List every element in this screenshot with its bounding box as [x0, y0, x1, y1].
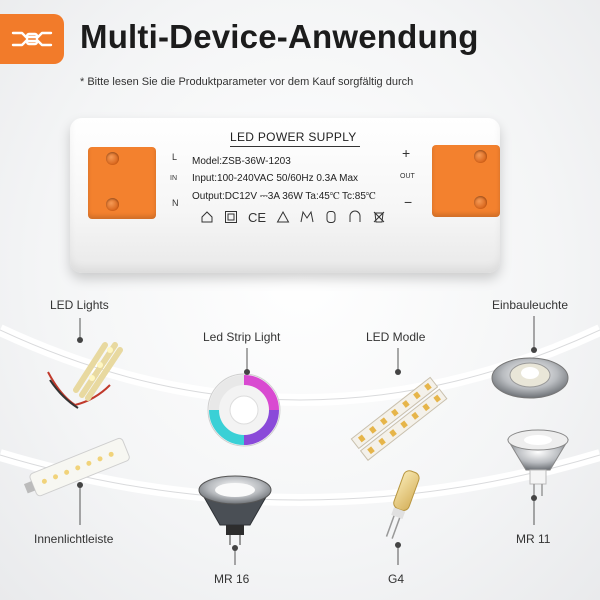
label-mr11: MR 11	[516, 532, 551, 546]
terminal-out: OUT	[400, 173, 415, 180]
terminal-in: IN	[170, 175, 177, 182]
innenlichtleiste-illustration	[23, 437, 130, 497]
triangle-icon	[276, 210, 290, 223]
terminal-plus: +	[402, 145, 411, 161]
psu-output: Output:DC12V ⎓3A 36W Ta:45℃ Tc:85℃	[192, 191, 376, 202]
certification-symbols: CE	[200, 210, 386, 224]
mr16-illustration	[198, 475, 272, 545]
label-led-lights: LED Lights	[50, 298, 109, 312]
einbauleuchte-illustration	[491, 357, 569, 399]
label-led-strip-light: Led Strip Light	[203, 330, 281, 344]
ce-icon: CE	[248, 210, 266, 224]
screw-icon	[474, 196, 487, 209]
label-g4: G4	[388, 572, 405, 586]
screw-icon	[106, 152, 119, 165]
g4-illustration	[385, 470, 420, 539]
label-led-modle: LED Modle	[366, 330, 426, 344]
psu-right-terminal	[432, 145, 500, 217]
house-icon	[201, 211, 213, 223]
bin-icon	[373, 211, 385, 223]
led-strip-reel-illustration	[207, 373, 281, 447]
terminal-n: N	[172, 198, 179, 208]
mr11-illustration	[507, 429, 569, 496]
connector-badge	[0, 14, 64, 64]
psu-input: Input:100-240VAC 50/60Hz 0.3A Max	[192, 173, 359, 184]
led-lights-illustration	[47, 342, 123, 409]
terminal-l: L	[172, 152, 178, 162]
screw-icon	[474, 150, 487, 163]
psu-heading-underline	[230, 146, 360, 147]
square-icon	[225, 211, 237, 223]
arch-icon	[349, 210, 361, 222]
led-module-illustration	[350, 376, 448, 461]
psu-model: Model:ZSB-36W-1203	[192, 156, 291, 167]
m-icon	[300, 210, 314, 223]
svg-text:CE: CE	[248, 210, 266, 224]
terminal-minus: −	[404, 194, 413, 210]
label-einbauleuchte: Einbauleuchte	[492, 298, 569, 312]
label-innenlichtleiste: Innenlichtleiste	[34, 532, 114, 546]
label-mr16: MR 16	[214, 572, 250, 586]
bulb-icon	[326, 211, 336, 223]
screw-icon	[106, 198, 119, 211]
psu-heading: LED POWER SUPPLY	[230, 130, 357, 144]
connector-icon	[11, 31, 53, 47]
psu-left-terminal	[88, 147, 156, 219]
page-subtitle: * Bitte lesen Sie die Produktparameter v…	[80, 76, 414, 88]
page-title: Multi-Device-Anwendung	[80, 18, 479, 55]
